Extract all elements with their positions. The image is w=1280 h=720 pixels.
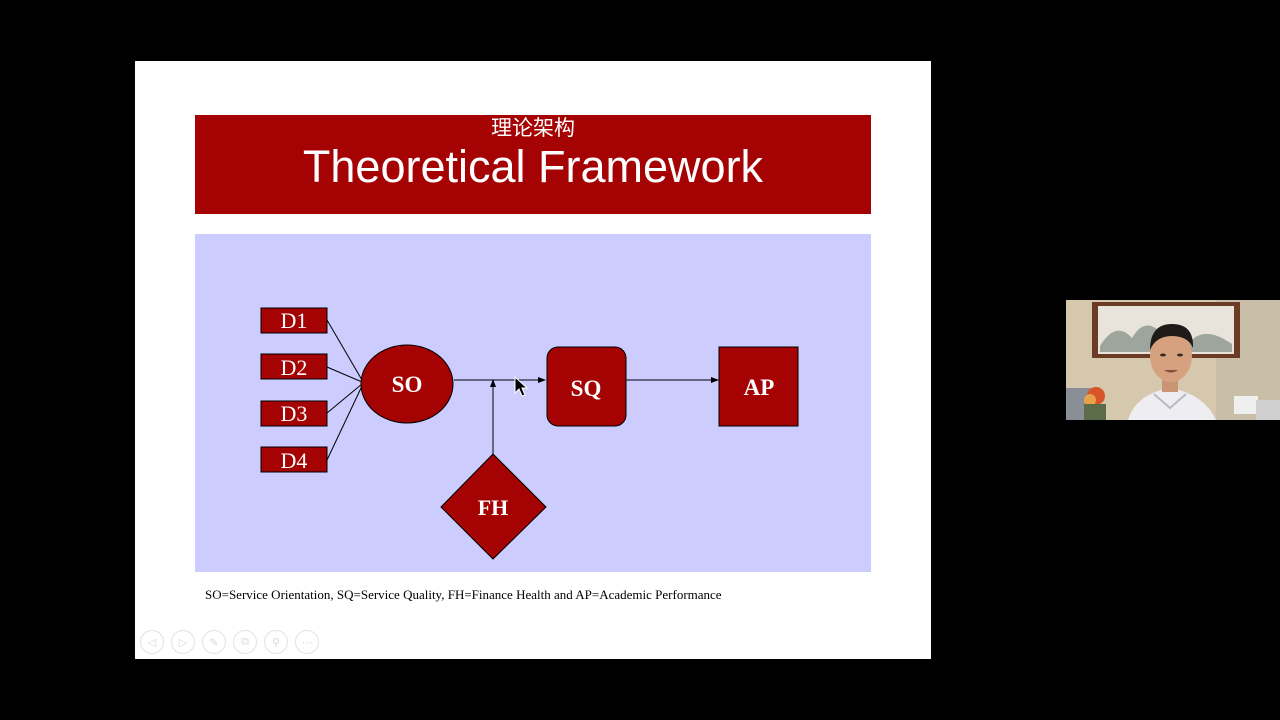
slide-title-chinese: 理论架构 bbox=[491, 116, 575, 140]
next-slide-button[interactable]: ▷ bbox=[171, 630, 195, 654]
previous-slide-button[interactable]: ◁ bbox=[140, 630, 164, 654]
dimension-label-d4: D4 bbox=[281, 448, 308, 473]
abbreviation-caption: SO=Service Orientation, SQ=Service Quali… bbox=[205, 587, 722, 602]
node-ap-label: AP bbox=[744, 375, 775, 400]
presenter-video-frame bbox=[1066, 300, 1280, 420]
dimension-box-d3: D3 bbox=[260, 400, 328, 427]
dimension-box-d1: D1 bbox=[260, 307, 328, 334]
connector-d1-so bbox=[326, 319, 363, 381]
framework-diagram: D1 D2 D3 D4 SO SQ bbox=[195, 234, 871, 572]
node-so-label: SO bbox=[392, 372, 423, 397]
presenter-webcam-video bbox=[1066, 300, 1280, 420]
dimension-label-d2: D2 bbox=[281, 355, 308, 380]
connector-d4-so bbox=[326, 385, 363, 461]
title-banner: 理论架构 Theoretical Framework bbox=[195, 115, 871, 214]
previous-slide-icon: ◁ bbox=[147, 635, 157, 649]
mouse-cursor-icon bbox=[514, 376, 528, 397]
slides-overview-icon: ⧉ bbox=[241, 635, 249, 648]
dimension-box-d2: D2 bbox=[260, 353, 328, 380]
zoom-icon: ⚲ bbox=[271, 635, 281, 649]
node-sq: SQ bbox=[546, 346, 627, 427]
node-sq-label: SQ bbox=[571, 376, 602, 401]
slide-title: Theoretical Framework bbox=[302, 141, 764, 192]
pen-tool-button[interactable]: ✎ bbox=[202, 630, 226, 654]
dimension-label-d3: D3 bbox=[281, 401, 308, 426]
slides-overview-button[interactable]: ⧉ bbox=[233, 630, 257, 654]
slide-controls-toolbar: ◁ ▷ ✎ ⧉ ⚲ ⋯ bbox=[140, 630, 319, 654]
connector-d2-so bbox=[326, 366, 363, 383]
connector-d3-so bbox=[326, 383, 363, 414]
zoom-button[interactable]: ⚲ bbox=[264, 630, 288, 654]
node-fh: FH bbox=[440, 453, 547, 560]
dimension-label-d1: D1 bbox=[281, 308, 308, 333]
node-so: SO bbox=[360, 344, 454, 424]
node-fh-label: FH bbox=[478, 495, 509, 520]
diagram-canvas: D1 D2 D3 D4 SO SQ bbox=[260, 307, 799, 560]
more-options-icon: ⋯ bbox=[301, 635, 313, 649]
next-slide-icon: ▷ bbox=[178, 635, 188, 649]
pen-icon: ✎ bbox=[209, 635, 219, 649]
more-options-button[interactable]: ⋯ bbox=[295, 630, 319, 654]
presentation-slide: 理论架构 Theoretical Framework D1 bbox=[135, 61, 931, 659]
dimension-box-d4: D4 bbox=[260, 446, 328, 473]
node-ap: AP bbox=[718, 346, 799, 427]
